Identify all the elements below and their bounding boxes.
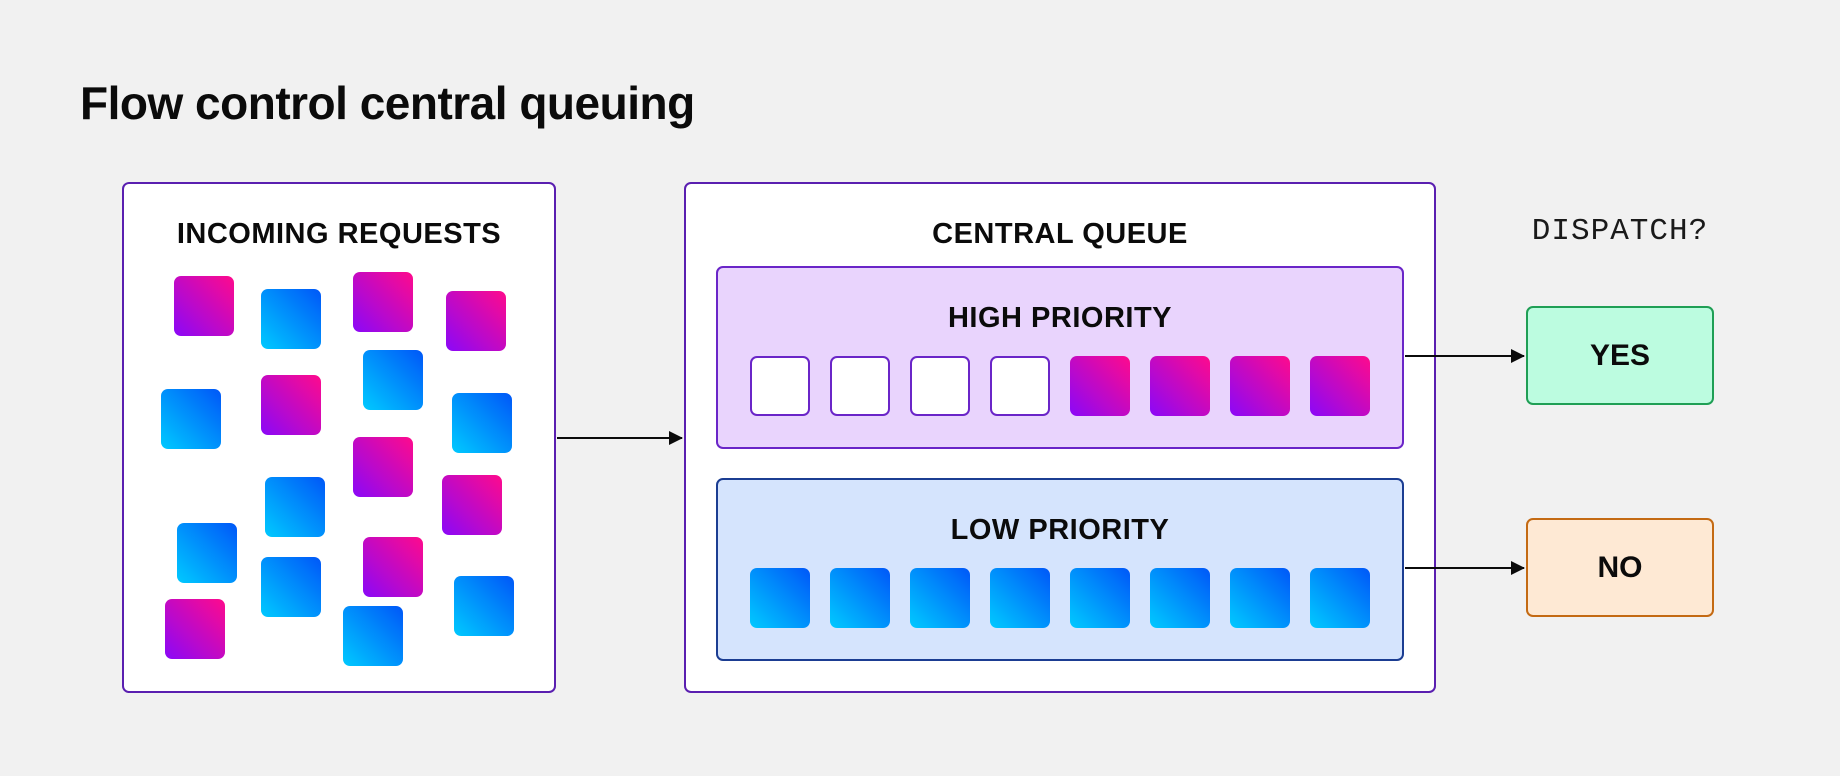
low-priority-slot-blue: [750, 568, 810, 628]
high-priority-slot-magenta: [1310, 356, 1370, 416]
incoming-request-blue: [343, 606, 403, 666]
low-priority-slot-blue: [1230, 568, 1290, 628]
incoming-request-blue: [454, 576, 514, 636]
central-queue-label: CENTRAL QUEUE: [932, 218, 1188, 250]
dispatch-label: DISPATCH?: [1531, 214, 1709, 249]
high-priority-slot-magenta: [1150, 356, 1210, 416]
incoming-requests-panel: INCOMING REQUESTS: [122, 182, 556, 693]
high-priority-slot-magenta: [1070, 356, 1130, 416]
high-priority-slot-empty: [830, 356, 890, 416]
incoming-request-magenta: [363, 537, 423, 597]
low-priority-slots: [718, 480, 1402, 659]
incoming-request-magenta: [353, 437, 413, 497]
low-priority-slot-blue: [1150, 568, 1210, 628]
incoming-request-magenta: [446, 291, 506, 351]
high-priority-slot-empty: [750, 356, 810, 416]
high-priority-slot-empty: [990, 356, 1050, 416]
page-title: Flow control central queuing: [80, 77, 695, 129]
dispatch-no-box: NO: [1526, 518, 1714, 617]
incoming-request-blue: [265, 477, 325, 537]
low-priority-label: LOW PRIORITY: [950, 514, 1170, 546]
low-priority-lane: LOW PRIORITY: [716, 478, 1404, 661]
dispatch-yes-box: YES: [1526, 306, 1714, 405]
high-priority-slots: [718, 268, 1402, 447]
low-priority-slot-blue: [830, 568, 890, 628]
low-priority-slot-blue: [990, 568, 1050, 628]
incoming-request-magenta: [442, 475, 502, 535]
high-priority-label: HIGH PRIORITY: [947, 302, 1172, 334]
incoming-request-magenta: [261, 375, 321, 435]
incoming-request-blue: [261, 289, 321, 349]
incoming-request-magenta: [174, 276, 234, 336]
low-priority-slot-blue: [1070, 568, 1130, 628]
high-priority-slot-empty: [910, 356, 970, 416]
low-priority-slot-blue: [910, 568, 970, 628]
incoming-requests-area: [124, 184, 554, 691]
incoming-request-blue: [363, 350, 423, 410]
incoming-request-blue: [261, 557, 321, 617]
incoming-requests-label: INCOMING REQUESTS: [176, 218, 502, 250]
incoming-request-blue: [177, 523, 237, 583]
high-priority-slot-magenta: [1230, 356, 1290, 416]
incoming-request-magenta: [353, 272, 413, 332]
high-priority-lane: HIGH PRIORITY: [716, 266, 1404, 449]
incoming-request-blue: [161, 389, 221, 449]
incoming-request-blue: [452, 393, 512, 453]
incoming-request-magenta: [165, 599, 225, 659]
low-priority-slot-blue: [1310, 568, 1370, 628]
